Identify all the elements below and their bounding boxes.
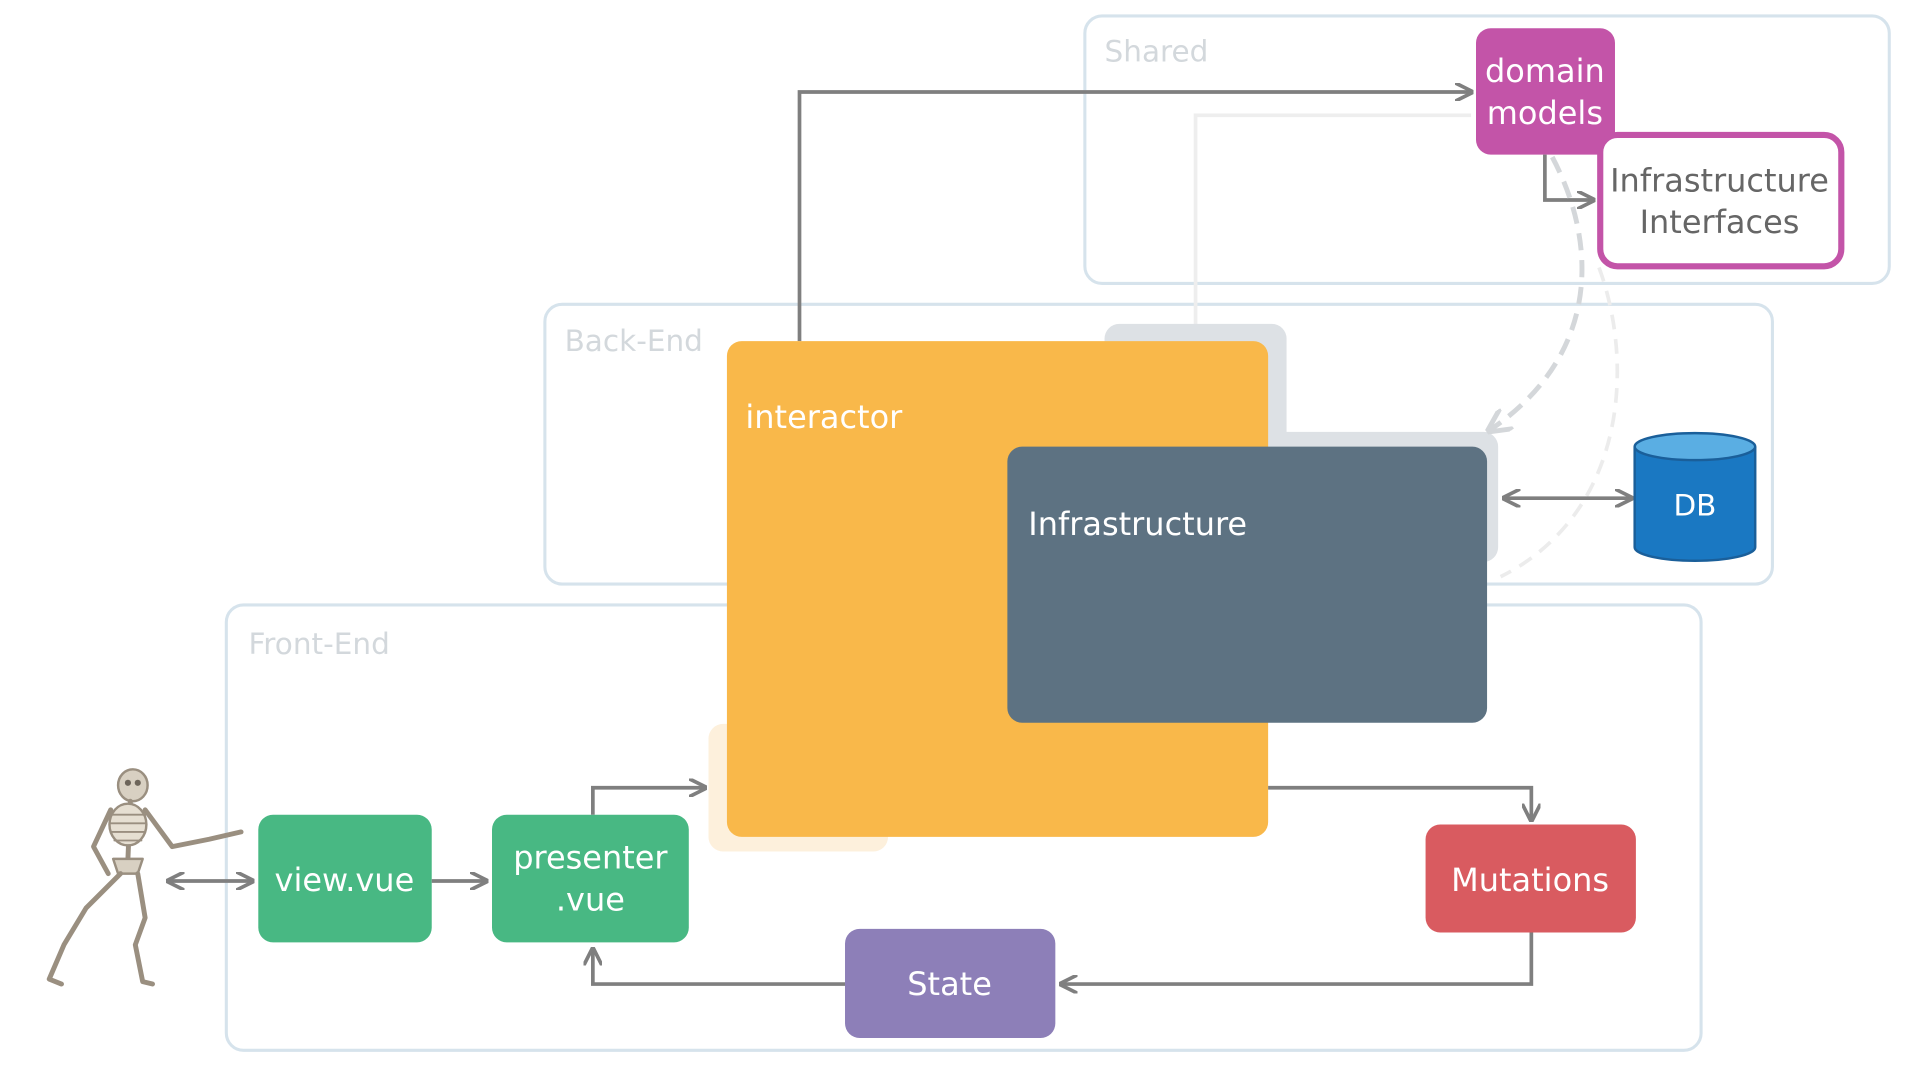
arrow-interactor-to-domain-models	[797, 92, 1470, 342]
skeleton-figure-icon	[46, 768, 244, 987]
db-label: DB	[1673, 488, 1716, 522]
infra-interfaces-label-line2: Interfaces	[1640, 203, 1800, 241]
infrastructure-interfaces-box: Infrastructure Interfaces	[1597, 131, 1845, 270]
presenter-vue-label-line2: .vue	[556, 880, 625, 918]
domain-models-label-line2: models	[1487, 94, 1603, 132]
arrow-domain-to-infra-interfaces	[1543, 154, 1592, 200]
arrow-interactor-to-mutations	[1268, 785, 1531, 819]
arrow-state-to-presenter	[593, 951, 846, 986]
dashed-arrow-domain-to-infrastructure	[1491, 155, 1585, 429]
view-vue-box: view.vue	[258, 814, 432, 943]
faint-dashed-implements	[1499, 266, 1620, 579]
state-label: State	[907, 965, 992, 1003]
faint-connector	[1193, 113, 1472, 326]
infrastructure-label: Infrastructure	[1028, 505, 1247, 543]
mutations-label: Mutations	[1451, 861, 1609, 899]
zone-shared-label: Shared	[1105, 34, 1209, 68]
zone-frontend-label: Front-End	[248, 627, 389, 661]
arrow-mutations-to-state	[1063, 932, 1534, 985]
zone-shared: Shared	[1083, 14, 1891, 285]
mutations-box: Mutations	[1425, 824, 1636, 933]
db-cylinder: DB	[1633, 431, 1757, 562]
interactor-label: interactor	[745, 398, 903, 436]
infra-interfaces-label-line1: Infrastructure	[1610, 161, 1829, 199]
zone-backend-label: Back-End	[565, 324, 703, 358]
presenter-vue-label-line1: presenter	[513, 839, 668, 877]
domain-models-box: domain models	[1476, 28, 1615, 155]
state-box: State	[845, 928, 1056, 1039]
arrow-presenter-to-interactor	[591, 788, 704, 815]
domain-models-label-line1: domain	[1485, 52, 1605, 90]
presenter-vue-box: presenter .vue	[492, 814, 689, 943]
infrastructure-box: Infrastructure	[1007, 446, 1488, 723]
view-vue-label: view.vue	[275, 861, 415, 899]
